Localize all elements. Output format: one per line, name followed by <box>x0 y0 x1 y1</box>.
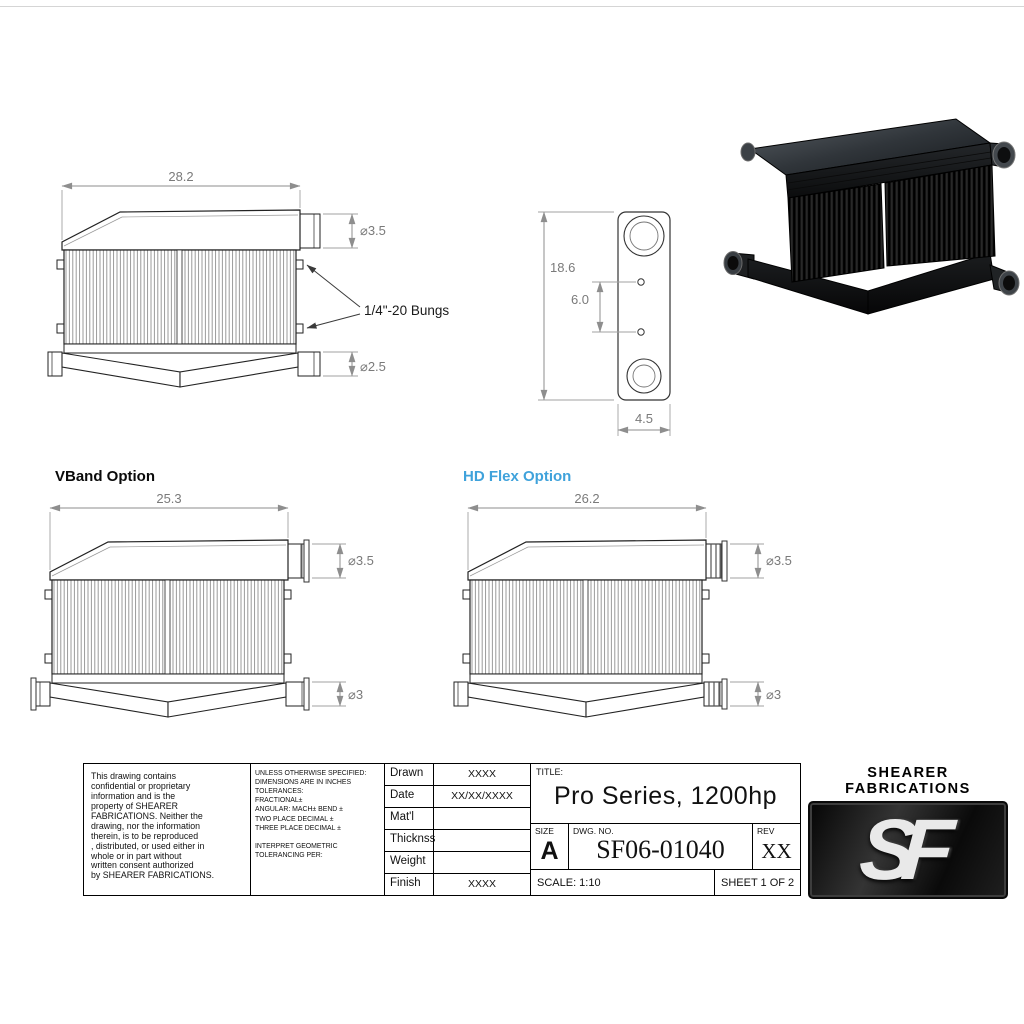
field-value <box>434 808 530 829</box>
vband-option-drawing: 25.3 ⌀3.5 ⌀3 <box>30 491 374 718</box>
end-height-dim: 18.6 <box>550 260 575 275</box>
field-label: Mat'l <box>385 808 434 829</box>
end-depth-dim: 4.5 <box>635 411 653 426</box>
company-name-line2: FABRICATIONS <box>845 781 971 798</box>
size-value: A <box>540 837 559 865</box>
isometric-render <box>723 118 1020 315</box>
intercooler-body <box>35 539 309 718</box>
dwg-number: SF06-01040 <box>596 835 725 864</box>
scale-value: SCALE: 1:10 <box>537 876 601 889</box>
main-bottom-diameter-dim: ⌀2.5 <box>360 359 386 374</box>
sf-monogram: SF <box>856 801 942 898</box>
title-area: TITLE: Pro Series, 1200hp SIZE A DWG. NO… <box>531 764 800 895</box>
field-value <box>434 830 530 851</box>
spec-notes: UNLESS OTHERWISE SPECIFIED: DIMENSIONS A… <box>255 770 367 832</box>
hd-flex-option-drawing: 26.2 ⌀3.5 ⌀3 <box>453 491 792 718</box>
size-cell: SIZE A <box>531 824 569 869</box>
rev-value: XX <box>761 839 792 863</box>
rev-caption: REV <box>757 826 775 836</box>
logo-monogram-box: SF <box>808 801 1008 900</box>
hd-flex-top-diameter-dim: ⌀3.5 <box>766 553 792 568</box>
vband-top-diameter-dim: ⌀3.5 <box>348 553 374 568</box>
size-caption: SIZE <box>535 826 554 836</box>
title-block: This drawing contains confidential or pr… <box>83 763 801 896</box>
intercooler-body <box>453 539 727 718</box>
vband-width-dim: 25.3 <box>156 491 181 506</box>
main-top-diameter-dim: ⌀3.5 <box>360 223 386 238</box>
company-name-line1: SHEARER <box>867 765 949 781</box>
hd-flex-bottom-diameter-dim: ⌀3 <box>766 687 781 702</box>
field-row-finish: Finish XXXX <box>385 874 530 895</box>
main-side-view-drawing: 28.2 ⌀3.5 ⌀2.5 1/4"-20 Bungs <box>47 169 449 388</box>
title-caption: TITLE: <box>536 767 564 777</box>
field-label: Thicknss <box>385 830 435 851</box>
end-view-drawing: 18.6 6.0 4.5 <box>538 211 671 436</box>
proprietary-notice: This drawing contains confidential or pr… <box>84 764 251 895</box>
field-label: Finish <box>385 874 434 895</box>
hd-flex-width-dim: 26.2 <box>574 491 599 506</box>
field-value: XXXX <box>467 878 496 890</box>
field-value: XX/XX/XXXX <box>451 790 513 802</box>
scale-row: SCALE: 1:10 SHEET 1 OF 2 <box>531 869 800 895</box>
tolerance-notes: UNLESS OTHERWISE SPECIFIED: DIMENSIONS A… <box>251 764 385 895</box>
size-row: SIZE A DWG. NO. SF06-01040 REV XX <box>531 823 800 869</box>
intercooler-body <box>47 209 321 388</box>
vband-option-label: VBand Option <box>55 468 155 485</box>
end-port-spacing-dim: 6.0 <box>571 292 589 307</box>
field-value <box>434 852 530 873</box>
field-label: Weight <box>385 852 434 873</box>
rev-cell: REV XX <box>753 824 800 869</box>
title-row: TITLE: Pro Series, 1200hp <box>531 764 800 823</box>
field-row-thickness: Thicknss <box>385 830 530 852</box>
field-row-drawn: Drawn XXXX <box>385 764 530 786</box>
interpret-note: INTERPRET GEOMETRIC TOLERANCING PER: <box>255 842 338 859</box>
hd-flex-option-label: HD Flex Option <box>463 468 572 485</box>
field-label: Date <box>385 786 434 807</box>
drawing-title: Pro Series, 1200hp <box>553 782 778 810</box>
record-fields: Drawn XXXX Date XX/XX/XXXX Mat'l Thickns… <box>385 764 531 895</box>
field-row-date: Date XX/XX/XXXX <box>385 786 530 808</box>
field-value: XXXX <box>467 768 496 780</box>
field-row-weight: Weight <box>385 852 530 874</box>
main-width-dim: 28.2 <box>168 169 193 184</box>
sheet-number: SHEET 1 OF 2 <box>714 870 800 895</box>
field-row-material: Mat'l <box>385 808 530 830</box>
dwg-number-cell: DWG. NO. SF06-01040 <box>569 824 753 869</box>
vband-bottom-diameter-dim: ⌀3 <box>348 687 363 702</box>
dwg-caption: DWG. NO. <box>573 826 614 836</box>
bungs-callout: 1/4"-20 Bungs <box>364 303 449 318</box>
sheet-border-line <box>0 6 1024 7</box>
company-logo: SHEARER FABRICATIONS SF <box>808 765 1008 900</box>
field-label: Drawn <box>385 764 434 785</box>
